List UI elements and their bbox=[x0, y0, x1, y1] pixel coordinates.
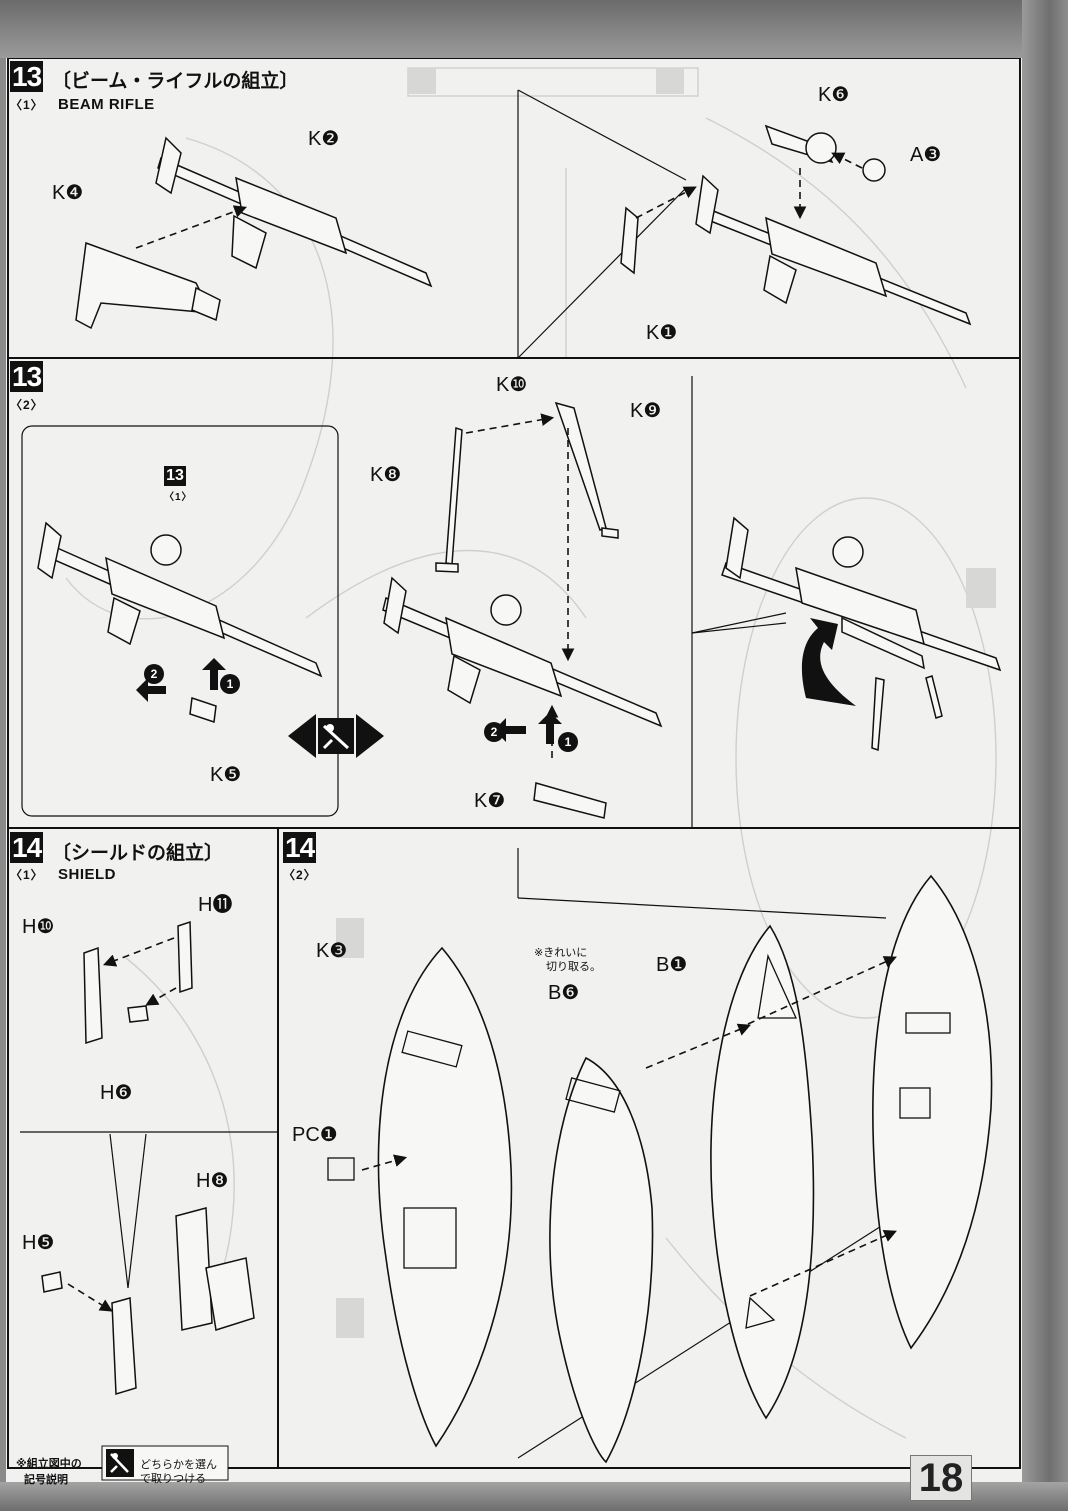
part-label-k5: K❺ bbox=[210, 764, 242, 786]
part-label-h6: H❻ bbox=[100, 1082, 133, 1104]
svg-text:2: 2 bbox=[151, 667, 158, 681]
part-label-b1: B❶ bbox=[656, 954, 688, 976]
legend-choose-line2: で取りつける bbox=[140, 1472, 207, 1485]
part-label-k9: K❾ bbox=[630, 400, 662, 422]
part-label-k6: K❻ bbox=[818, 84, 850, 106]
scan-border-bottom bbox=[0, 1482, 1068, 1511]
part-label-k7: K❼ bbox=[474, 790, 506, 812]
step-14-1-title-en: SHIELD bbox=[58, 866, 117, 883]
rifle-bipod-sketch bbox=[382, 401, 663, 819]
part-label-h10: H❿ bbox=[22, 916, 55, 938]
page-frame bbox=[7, 58, 1021, 1469]
inset-rifle-sketch bbox=[37, 521, 323, 724]
svg-text:1: 1 bbox=[565, 735, 572, 749]
shield-grip-sketch bbox=[41, 920, 255, 1395]
step-13-1-substep: 〈1〉 bbox=[10, 98, 44, 112]
part-label-h11: H⓫ bbox=[198, 894, 233, 916]
part-label-h5: H❺ bbox=[22, 1232, 55, 1254]
scan-border-right bbox=[1022, 0, 1068, 1511]
part-label-a3: A❸ bbox=[910, 144, 942, 166]
part-label-k1: K❶ bbox=[646, 322, 678, 344]
page-number: 18 bbox=[910, 1455, 972, 1501]
step-13-1-title-en: BEAM RIFLE bbox=[58, 96, 155, 113]
finished-rifle-sketch bbox=[721, 516, 1002, 752]
rifle-scope-sketch bbox=[620, 124, 972, 326]
svg-text:2: 2 bbox=[491, 725, 498, 739]
inset-step-ref-number: 13 bbox=[164, 466, 186, 486]
part-label-k10: K❿ bbox=[496, 374, 528, 396]
step-13-2-number: 13 bbox=[10, 361, 44, 392]
part-label-k4: K❹ bbox=[52, 182, 84, 204]
svg-text:1: 1 bbox=[227, 677, 234, 691]
step-13-1-title-jp: 〔ビーム・ライフルの組立〕 bbox=[52, 70, 299, 92]
part-label-k8: K❽ bbox=[370, 464, 402, 486]
part-label-k3: K❸ bbox=[316, 940, 348, 962]
step-14-2-number: 14 bbox=[283, 832, 317, 863]
legend-heading-line1: ※組立図中の bbox=[16, 1457, 82, 1470]
step-13-1-number: 13 bbox=[10, 61, 44, 92]
part-label-h8: H❽ bbox=[196, 1170, 229, 1192]
step-14-1-number: 14 bbox=[10, 832, 44, 863]
legend-heading-line2: 記号説明 bbox=[24, 1473, 68, 1486]
shield-panels-sketch bbox=[377, 874, 993, 1464]
part-label-pc1: PC❶ bbox=[292, 1124, 338, 1146]
cut-cleanly-note-line1: ※きれいに bbox=[534, 946, 588, 959]
cut-cleanly-note-line2: 切り取る。 bbox=[546, 960, 601, 973]
inset-step-ref-substep: 〈1〉 bbox=[164, 492, 193, 503]
legend-choose-line1: どちらかを選ん bbox=[140, 1458, 217, 1471]
step-13-2-substep: 〈2〉 bbox=[10, 398, 44, 412]
scan-border-top bbox=[0, 0, 1068, 58]
part-label-k2: K❷ bbox=[308, 128, 340, 150]
assembly-diagram: 2 1 2 1 bbox=[7, 58, 1021, 1481]
step-14-1-substep: 〈1〉 bbox=[10, 868, 44, 882]
part-label-b6: B❻ bbox=[548, 982, 580, 1004]
step-14-1-title-jp: 〔シールドの組立〕 bbox=[52, 842, 224, 864]
rifle-body-sketch bbox=[75, 136, 433, 330]
step-14-2-substep: 〈2〉 bbox=[283, 868, 317, 882]
